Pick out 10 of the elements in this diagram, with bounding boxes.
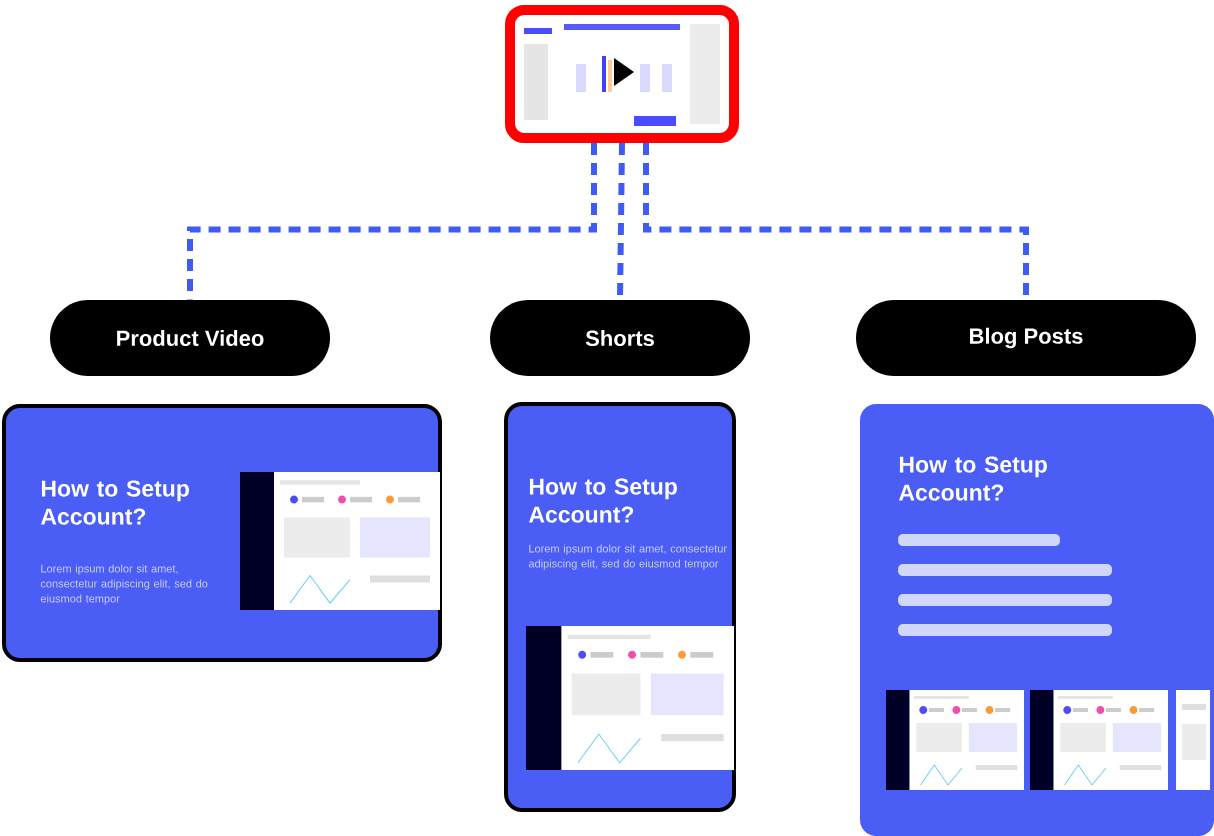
card-title: How to Setup Account?	[899, 456, 1047, 501]
label-pill: Shorts	[490, 300, 750, 376]
label-pill: Blog Posts	[856, 300, 1196, 376]
picture	[505, 5, 739, 143]
label-pill: Product Video	[50, 300, 330, 376]
card-title: How to Setup Account?	[528, 478, 677, 523]
dashed-connector	[643, 143, 1029, 300]
dashed-connector	[617, 142, 625, 300]
dashed-connector	[187, 143, 597, 300]
card-title: How to Setup Account?	[40, 480, 189, 525]
